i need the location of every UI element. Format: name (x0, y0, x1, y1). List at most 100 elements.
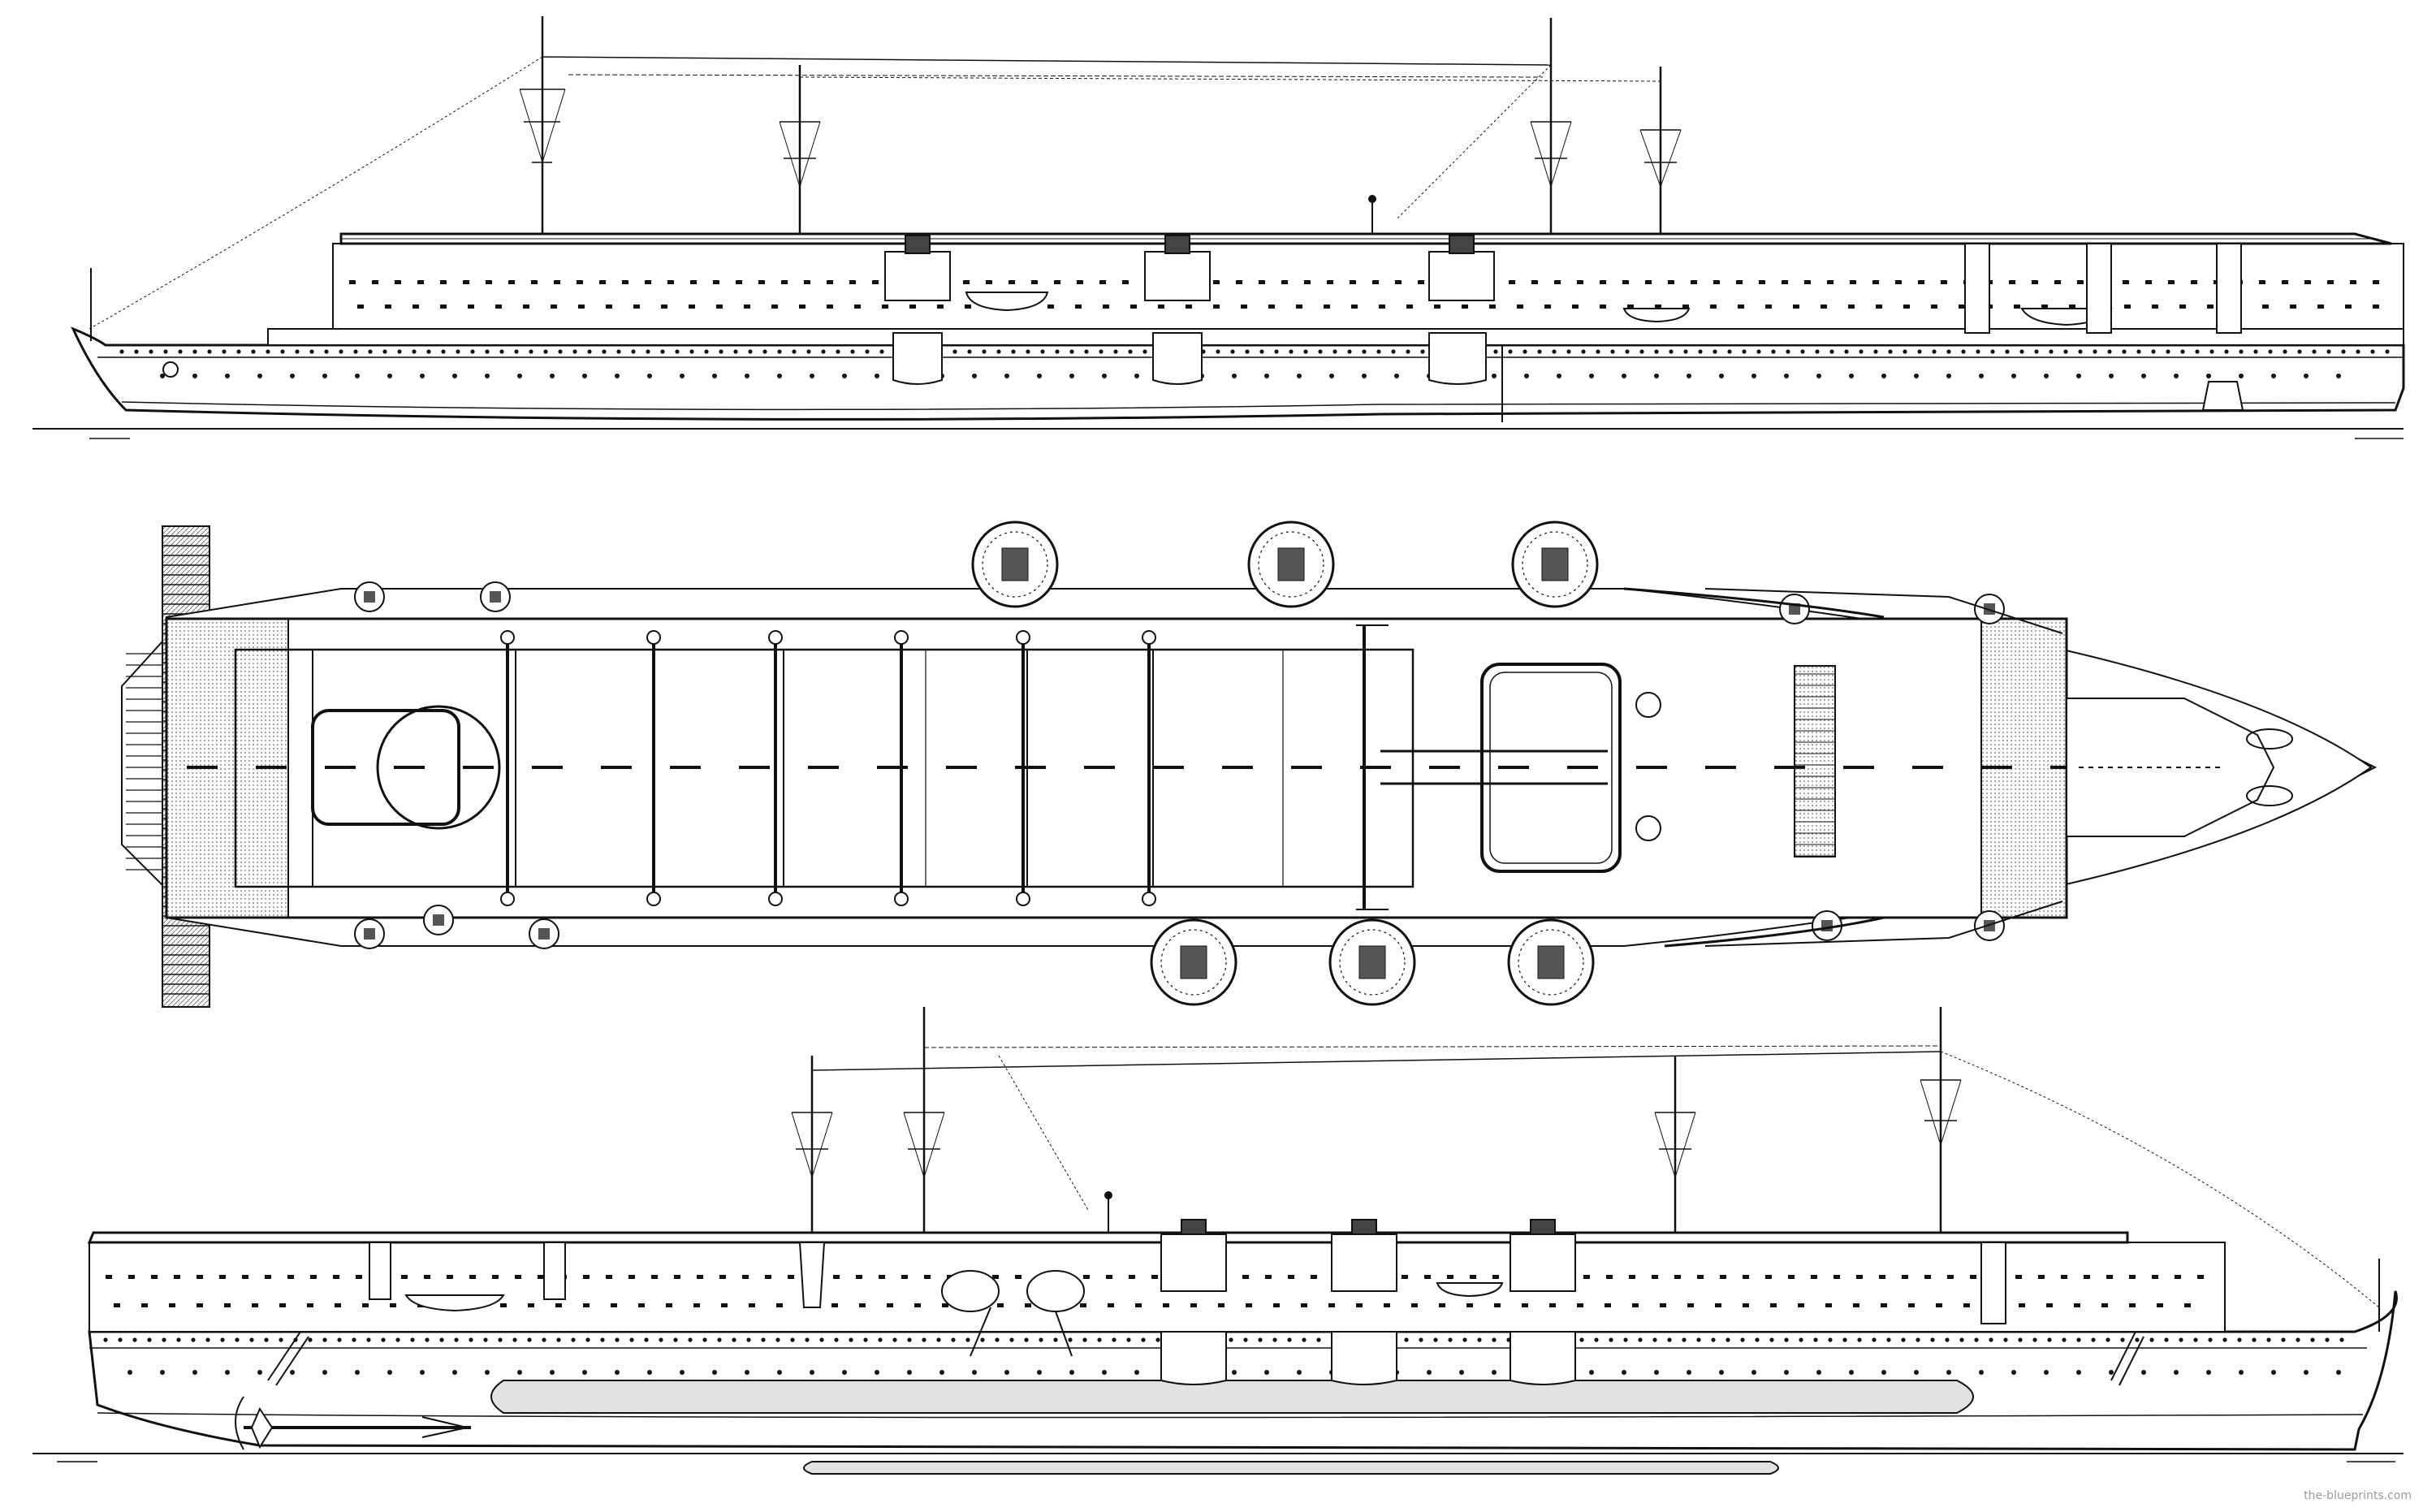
hangar-window (1356, 1303, 1363, 1307)
hangar-window (716, 305, 723, 309)
porthole (982, 349, 987, 354)
hangar-window (992, 1275, 999, 1279)
porthole (556, 1337, 561, 1342)
porthole (118, 1337, 123, 1342)
hangar-window (856, 1275, 862, 1279)
hangar-window (2014, 305, 2020, 309)
porthole (660, 349, 665, 354)
porthole (646, 349, 650, 354)
hangar-window (1265, 1275, 1272, 1279)
hangar-window (2077, 280, 2084, 284)
hangar-window (1439, 1303, 1445, 1307)
porthole (1816, 374, 1821, 378)
hangar-window (577, 280, 583, 284)
porthole (1230, 349, 1235, 354)
hangar-window (1273, 1303, 1280, 1307)
hawse (2246, 785, 2293, 806)
porthole (1932, 349, 1937, 354)
hangar-window (395, 280, 401, 284)
mast-rigging (1654, 1112, 1696, 1179)
porthole (2253, 349, 2258, 354)
gun-sponson (1428, 251, 1495, 301)
porthole (1849, 1370, 1854, 1375)
hangar-window (1577, 1303, 1583, 1307)
hangar-window (2015, 1275, 2022, 1279)
forward-elevator (1480, 663, 1622, 873)
porthole (1654, 1370, 1659, 1375)
hangar-window (667, 280, 674, 284)
porthole (680, 1370, 685, 1375)
porthole (1961, 349, 1966, 354)
hangar-window (1738, 305, 1744, 309)
accommodation-ladder (2110, 1331, 2144, 1386)
porthole (1258, 1337, 1263, 1342)
porthole (1784, 1370, 1789, 1375)
hangar-window (1241, 305, 1247, 309)
porthole (1873, 349, 1878, 354)
hangar-window (749, 1303, 755, 1307)
hangar-window (833, 1275, 840, 1279)
gun-sponsons (884, 235, 1495, 385)
hangar-window (1304, 280, 1311, 284)
hangar-window (1853, 1303, 1859, 1307)
porthole (967, 349, 972, 354)
hangar-window (942, 1303, 948, 1307)
porthole (615, 1370, 620, 1375)
porthole (1786, 349, 1790, 354)
hangar-window (2084, 1275, 2090, 1279)
porthole (1493, 349, 1498, 354)
porthole (1427, 1370, 1432, 1375)
hangar-window (1600, 305, 1606, 309)
aerial-wire (799, 76, 1661, 82)
side-fittings (354, 581, 2005, 949)
hangar-window (651, 1275, 658, 1279)
hangar-window (468, 305, 474, 309)
porthole (2339, 1337, 2344, 1342)
porthole (2180, 349, 2185, 354)
mast-rigging (791, 1112, 833, 1179)
porthole (517, 1370, 522, 1375)
hangar-window (508, 280, 515, 284)
gun-sponson (1331, 1233, 1397, 1292)
gun-tubs (971, 521, 1599, 1006)
hangar-window (1713, 280, 1720, 284)
hangar-window (1743, 1275, 1749, 1279)
wire-sheave (1016, 630, 1030, 645)
porthole (1815, 349, 1820, 354)
porthole (777, 1370, 782, 1375)
stern-ribs (126, 653, 162, 870)
porthole (1976, 349, 1980, 354)
porthole (2109, 374, 2114, 378)
gun-mount (1180, 945, 1207, 979)
hangar-window (2106, 1275, 2113, 1279)
porthole (1946, 349, 1951, 354)
porthole (355, 1370, 360, 1375)
hangar-window (2046, 1303, 2053, 1307)
porthole (2003, 1337, 2008, 1342)
hangar-window (628, 1275, 635, 1279)
belt-line (97, 1412, 2364, 1419)
hangar-window (638, 1303, 645, 1307)
support-column (543, 1242, 566, 1300)
porthole (469, 1337, 473, 1342)
hangar-window (965, 305, 971, 309)
hangar-window (1931, 305, 1937, 309)
porthole (1289, 349, 1294, 354)
aft-elevator (311, 709, 460, 826)
hangar-window (2054, 280, 2061, 284)
hangar-window (1782, 280, 1788, 284)
hangar-window (788, 1275, 794, 1279)
gun-tub-ring (1522, 531, 1588, 598)
hangar-window (1743, 1303, 1749, 1307)
porthole (2326, 349, 2331, 354)
porthole (132, 1337, 137, 1342)
hangar-window (1190, 1303, 1197, 1307)
hangar-window (2179, 305, 2186, 309)
porthole (2141, 374, 2146, 378)
porthole (951, 1337, 956, 1342)
gun-mount (1541, 547, 1569, 581)
hangar-window (2168, 280, 2175, 284)
porthole (1566, 349, 1571, 354)
porthole (1638, 1337, 1643, 1342)
porthole (1979, 374, 1984, 378)
